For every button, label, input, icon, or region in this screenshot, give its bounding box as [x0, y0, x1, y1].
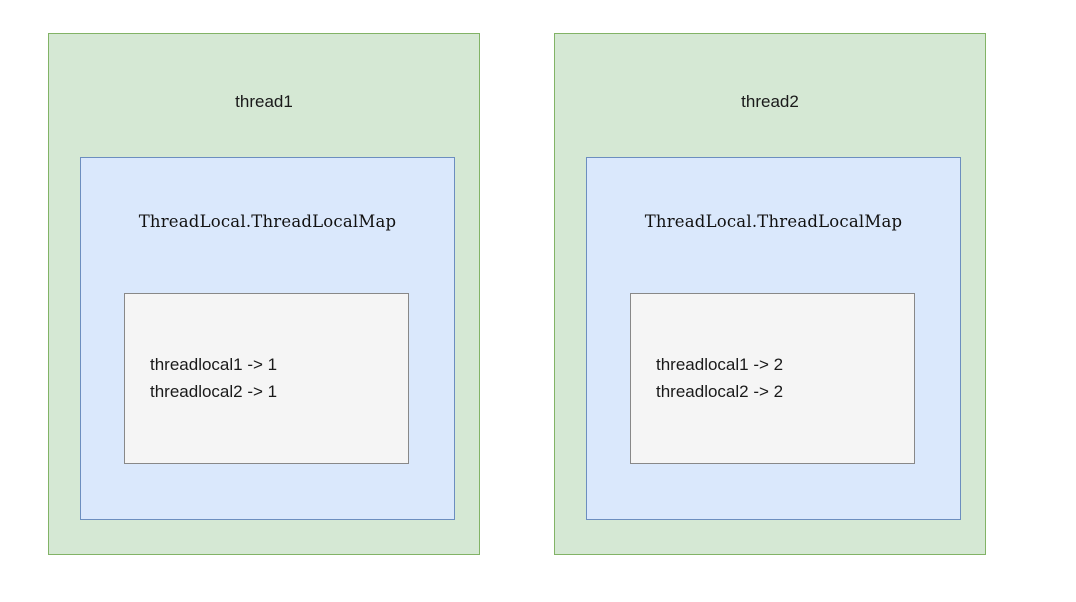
threadlocalmap-label-thread2: ThreadLocal.ThreadLocalMap — [644, 212, 903, 231]
thread-title-thread1: thread1 — [235, 92, 293, 111]
thread-box-thread2: thread2 ThreadLocal.ThreadLocalMap threa… — [554, 33, 986, 555]
threadlocalmap-box-thread2: ThreadLocal.ThreadLocalMap threadlocal1 … — [586, 157, 961, 520]
map-entries-box-thread2: threadlocal1 -> 2 threadlocal2 -> 2 — [630, 293, 915, 464]
map-entries-list-thread2: threadlocal1 -> 2 threadlocal2 -> 2 — [656, 351, 783, 405]
map-entries-list-thread1: threadlocal1 -> 1 threadlocal2 -> 1 — [150, 351, 277, 405]
map-entries-box-thread1: threadlocal1 -> 1 threadlocal2 -> 1 — [124, 293, 409, 464]
map-entry: threadlocal2 -> 1 — [150, 382, 278, 401]
map-entry: threadlocal1 -> 1 — [150, 355, 278, 374]
threadlocalmap-label-thread1: ThreadLocal.ThreadLocalMap — [138, 212, 397, 231]
thread-title-thread2: thread2 — [741, 92, 799, 111]
map-entry: threadlocal1 -> 2 — [656, 355, 784, 374]
thread-box-thread1: thread1 ThreadLocal.ThreadLocalMap threa… — [48, 33, 480, 555]
threadlocalmap-box-thread1: ThreadLocal.ThreadLocalMap threadlocal1 … — [80, 157, 455, 520]
map-entry: threadlocal2 -> 2 — [656, 382, 784, 401]
